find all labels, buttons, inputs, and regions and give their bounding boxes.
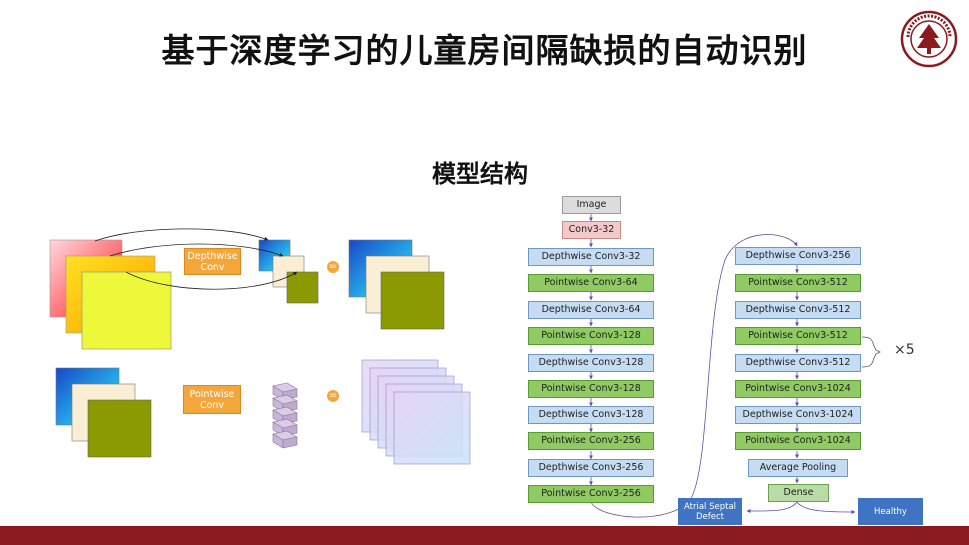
layer-block: Pointwise Conv3-512 bbox=[735, 274, 861, 292]
layer-block: Depthwise Conv3-128 bbox=[528, 354, 654, 372]
layer-block: Pointwise Conv3-1024 bbox=[735, 380, 861, 398]
kernel-olive bbox=[286, 271, 319, 304]
pointwise-kernels bbox=[272, 382, 298, 449]
depthwise-conv-label: Depthwise Conv bbox=[184, 248, 241, 275]
layer-block: Conv3-32 bbox=[562, 221, 621, 239]
output-healthy: Healthy bbox=[858, 498, 923, 525]
layer-block: Image bbox=[562, 196, 621, 214]
dw-output-olive bbox=[380, 271, 445, 330]
output-atrial-septal-defect: Atrial Septal Defect bbox=[678, 498, 742, 525]
layer-block: Depthwise Conv3-512 bbox=[735, 301, 861, 319]
layer-block: Pointwise Conv3-256 bbox=[528, 485, 654, 503]
slide-title: 基于深度学习的儿童房间隔缺损的自动识别 bbox=[161, 31, 808, 70]
layer-block: Depthwise Conv3-256 bbox=[735, 247, 861, 265]
equals-sign-pointwise: = bbox=[327, 390, 339, 402]
layer-block: Depthwise Conv3-512 bbox=[735, 354, 861, 372]
layer-block: Average Pooling bbox=[748, 459, 848, 477]
layer-block: Pointwise Conv3-256 bbox=[528, 432, 654, 450]
layer-block: Depthwise Conv3-1024 bbox=[735, 406, 861, 424]
layer-block: Depthwise Conv3-256 bbox=[528, 459, 654, 477]
layer-block: Depthwise Conv3-64 bbox=[528, 301, 654, 319]
input-channel-yellow bbox=[81, 271, 172, 350]
section-subtitle: 模型结构 bbox=[432, 160, 528, 188]
footer-bar bbox=[0, 526, 969, 545]
arrow-depthwise-3 bbox=[125, 271, 298, 290]
equals-sign-depthwise: = bbox=[327, 261, 339, 273]
pointwise-conv-label: Pointwise Conv bbox=[183, 385, 241, 414]
layer-block: Pointwise Conv3-128 bbox=[528, 327, 654, 345]
layer-block: Dense bbox=[768, 484, 829, 502]
pw-output-stack bbox=[361, 359, 471, 465]
layer-block: Depthwise Conv3-32 bbox=[528, 248, 654, 266]
layer-block: Pointwise Conv3-128 bbox=[528, 380, 654, 398]
repeat-brace bbox=[861, 336, 881, 368]
layer-block: Pointwise Conv3-1024 bbox=[735, 432, 861, 450]
repeat-label: ×5 bbox=[894, 342, 915, 358]
arrow-depthwise-2 bbox=[109, 243, 284, 257]
layer-block: Pointwise Conv3-512 bbox=[735, 327, 861, 345]
arrow-depthwise-1 bbox=[94, 228, 269, 242]
layer-block: Depthwise Conv3-128 bbox=[528, 406, 654, 424]
layer-block: Pointwise Conv3-64 bbox=[528, 274, 654, 292]
pw-input-olive bbox=[87, 399, 152, 458]
university-logo-icon bbox=[900, 10, 958, 68]
